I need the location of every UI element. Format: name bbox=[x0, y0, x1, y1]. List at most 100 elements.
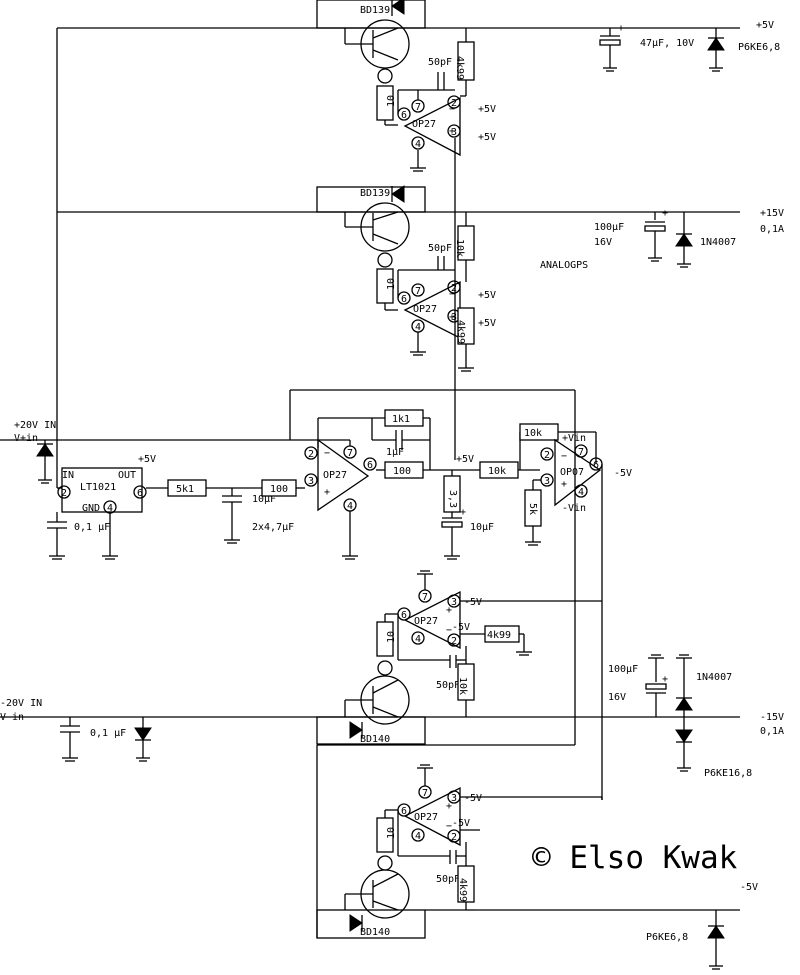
svg-text:−: − bbox=[324, 448, 330, 459]
svg-text:10: 10 bbox=[386, 827, 397, 839]
svg-text:+: + bbox=[449, 312, 455, 323]
svg-text:7: 7 bbox=[347, 448, 353, 459]
svg-text:10: 10 bbox=[386, 95, 397, 107]
svg-text:6: 6 bbox=[593, 460, 599, 471]
svg-text:16V: 16V bbox=[594, 237, 612, 248]
svg-text:-5V: -5V bbox=[464, 597, 482, 608]
svg-text:4k99: 4k99 bbox=[457, 878, 468, 902]
svg-text:BD140: BD140 bbox=[360, 734, 390, 745]
svg-text:+5V: +5V bbox=[138, 454, 156, 465]
svg-text:4k99: 4k99 bbox=[487, 630, 511, 641]
svg-text:+: + bbox=[662, 674, 668, 685]
svg-text:6: 6 bbox=[401, 806, 407, 817]
svg-text:BD140: BD140 bbox=[360, 927, 390, 938]
svg-text:5k: 5k bbox=[527, 503, 538, 515]
svg-text:6: 6 bbox=[137, 488, 143, 499]
svg-text:+15V: +15V bbox=[760, 208, 784, 219]
svg-text:+: + bbox=[460, 507, 466, 518]
svg-text:-5V: -5V bbox=[452, 818, 470, 829]
svg-text:4k99: 4k99 bbox=[454, 56, 465, 80]
svg-text:+5V: +5V bbox=[756, 20, 774, 31]
svg-text:+5V: +5V bbox=[478, 132, 496, 143]
svg-text:7: 7 bbox=[422, 788, 428, 799]
svg-text:6: 6 bbox=[401, 294, 407, 305]
svg-text:0,1A: 0,1A bbox=[760, 224, 784, 235]
svg-text:10µF: 10µF bbox=[252, 494, 276, 505]
svg-text:7: 7 bbox=[578, 447, 584, 458]
svg-text:50pF: 50pF bbox=[436, 680, 460, 691]
svg-text:LT1021: LT1021 bbox=[80, 482, 116, 493]
svg-text:10µF: 10µF bbox=[470, 522, 494, 533]
svg-text:BD139: BD139 bbox=[360, 188, 390, 199]
svg-text:10k: 10k bbox=[454, 239, 465, 257]
svg-text:−: − bbox=[449, 289, 455, 300]
svg-text:3: 3 bbox=[451, 312, 457, 323]
svg-text:-5V: -5V bbox=[614, 468, 632, 479]
svg-text:10: 10 bbox=[386, 631, 397, 643]
svg-text:+5V: +5V bbox=[478, 104, 496, 115]
copyright-text: © Elso Kwak bbox=[532, 840, 738, 876]
svg-text:OP27: OP27 bbox=[413, 304, 437, 315]
svg-text:OUT: OUT bbox=[118, 470, 136, 481]
svg-text:3,3: 3,3 bbox=[447, 490, 458, 508]
svg-text:+: + bbox=[662, 208, 668, 219]
svg-text:-5V: -5V bbox=[740, 882, 758, 893]
label-bd139-top: BD139 bbox=[360, 5, 390, 16]
svg-text:0,1 µF: 0,1 µF bbox=[90, 728, 126, 739]
svg-text:50pF: 50pF bbox=[428, 243, 452, 254]
svg-text:100: 100 bbox=[270, 484, 288, 495]
svg-text:IN: IN bbox=[62, 470, 74, 481]
svg-text:4: 4 bbox=[347, 501, 353, 512]
svg-text:+: + bbox=[324, 487, 330, 498]
svg-text:2: 2 bbox=[451, 98, 457, 109]
svg-text:ANALOGPS: ANALOGPS bbox=[540, 260, 588, 271]
svg-text:-5V: -5V bbox=[464, 793, 482, 804]
svg-text:5k1: 5k1 bbox=[176, 484, 194, 495]
svg-text:3: 3 bbox=[451, 597, 457, 608]
svg-text:V+in: V+in bbox=[14, 433, 38, 444]
svg-text:1k1: 1k1 bbox=[392, 414, 410, 425]
svg-text:+5V: +5V bbox=[478, 290, 496, 301]
svg-text:0,1A: 0,1A bbox=[760, 726, 784, 737]
reference-section: +20V IN V+in IN LT1021 OUT GND 2 6 4 +5V… bbox=[14, 389, 575, 560]
svg-text:1µF: 1µF bbox=[386, 447, 404, 458]
svg-text:7: 7 bbox=[415, 286, 421, 297]
svg-text:OP27: OP27 bbox=[414, 812, 438, 823]
svg-text:+20V IN: +20V IN bbox=[14, 420, 56, 431]
svg-text:P6KE6,8: P6KE6,8 bbox=[646, 932, 688, 943]
output-minus15: + 100µF 16V 1N4007 P6KE16,8 -15V 0,1A bbox=[608, 654, 784, 779]
output-minus5: -5V P6KE6,8 bbox=[646, 882, 758, 970]
svg-text:P6KE16,8: P6KE16,8 bbox=[704, 768, 752, 779]
svg-text:+: + bbox=[446, 605, 452, 616]
svg-text:10k: 10k bbox=[524, 428, 542, 439]
svg-text:2x4,7µF: 2x4,7µF bbox=[252, 522, 294, 533]
svg-text:+: + bbox=[449, 126, 455, 137]
svg-text:50pF: 50pF bbox=[436, 874, 460, 885]
svg-text:P6KE6,8: P6KE6,8 bbox=[738, 42, 780, 53]
svg-text:4: 4 bbox=[415, 634, 421, 645]
svg-text:+: + bbox=[446, 801, 452, 812]
stage-minus5: OP27 7 6 3 4 2 + − -5V -5V 50pF 4k99 10 … bbox=[316, 745, 603, 939]
svg-text:3: 3 bbox=[451, 793, 457, 804]
svg-text:7: 7 bbox=[422, 592, 428, 603]
stage-minus15: OP27 7 6 3 4 2 + − -5V -5V 4k99 50pF 10k… bbox=[316, 570, 602, 746]
svg-text:4: 4 bbox=[578, 487, 584, 498]
svg-text:2: 2 bbox=[451, 283, 457, 294]
svg-text:GND: GND bbox=[82, 503, 100, 514]
svg-text:3: 3 bbox=[308, 476, 314, 487]
svg-text:10: 10 bbox=[386, 278, 397, 290]
svg-text:10k: 10k bbox=[488, 466, 506, 477]
svg-text:47µF, 10V: 47µF, 10V bbox=[640, 38, 694, 49]
svg-text:2: 2 bbox=[308, 449, 314, 460]
svg-text:1N4007: 1N4007 bbox=[696, 672, 732, 683]
svg-text:+5V: +5V bbox=[456, 454, 474, 465]
svg-text:3: 3 bbox=[544, 476, 550, 487]
svg-text:OP07: OP07 bbox=[560, 467, 584, 478]
svg-text:1N4007: 1N4007 bbox=[700, 237, 736, 248]
svg-text:6: 6 bbox=[367, 460, 373, 471]
svg-text:V-in: V-in bbox=[0, 712, 24, 723]
svg-text:OP27: OP27 bbox=[412, 119, 436, 130]
svg-text:+: + bbox=[618, 23, 624, 34]
